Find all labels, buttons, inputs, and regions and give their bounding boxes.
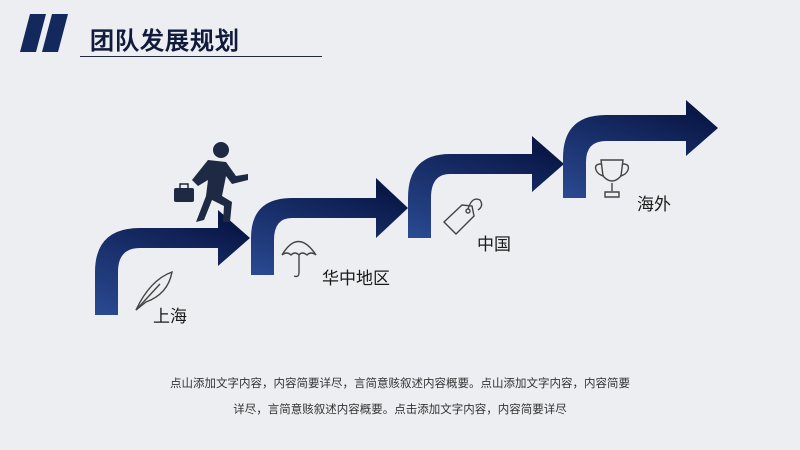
feather-icon bbox=[135, 270, 173, 311]
accent-bar-2 bbox=[42, 14, 68, 52]
umbrella-icon bbox=[281, 240, 317, 278]
businessman-icon bbox=[174, 142, 248, 222]
trophy-icon bbox=[594, 159, 630, 198]
arrow-step-2 bbox=[251, 178, 408, 275]
step-label-3: 中国 bbox=[477, 235, 511, 255]
description: 点山添加文字内容，内容简要详尽，言简意赅叙述内容概要。点山添加文字内容，内容简要… bbox=[110, 370, 690, 422]
page-title: 团队发展规划 bbox=[90, 27, 240, 55]
description-line-2: 详尽，言简意赅叙述内容概要。点击添加文字内容，内容简要详尽 bbox=[233, 402, 567, 416]
title-underline bbox=[80, 56, 322, 57]
step-label-4: 海外 bbox=[637, 195, 671, 215]
step-label-1: 上海 bbox=[153, 307, 187, 327]
step-label-2: 华中地区 bbox=[322, 269, 390, 289]
accent-bar-1 bbox=[20, 14, 46, 52]
arrow-step-4 bbox=[563, 100, 718, 198]
arrow-step-1 bbox=[95, 210, 250, 315]
arrow-step-3 bbox=[408, 136, 564, 238]
description-line-1: 点山添加文字内容，内容简要详尽，言简意赅叙述内容概要。点山添加文字内容，内容简要 bbox=[170, 376, 630, 390]
tag-icon bbox=[442, 198, 483, 235]
